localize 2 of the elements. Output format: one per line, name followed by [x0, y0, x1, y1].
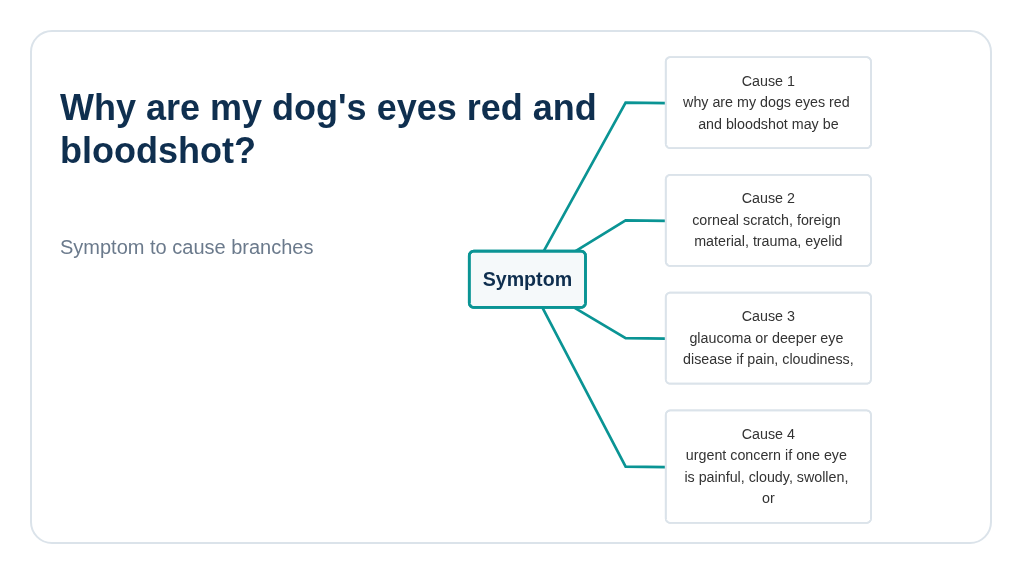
title: Why are my dog's eyes red and bloodshot?	[60, 86, 598, 173]
subtitle: Symptom to cause branches	[60, 236, 314, 259]
